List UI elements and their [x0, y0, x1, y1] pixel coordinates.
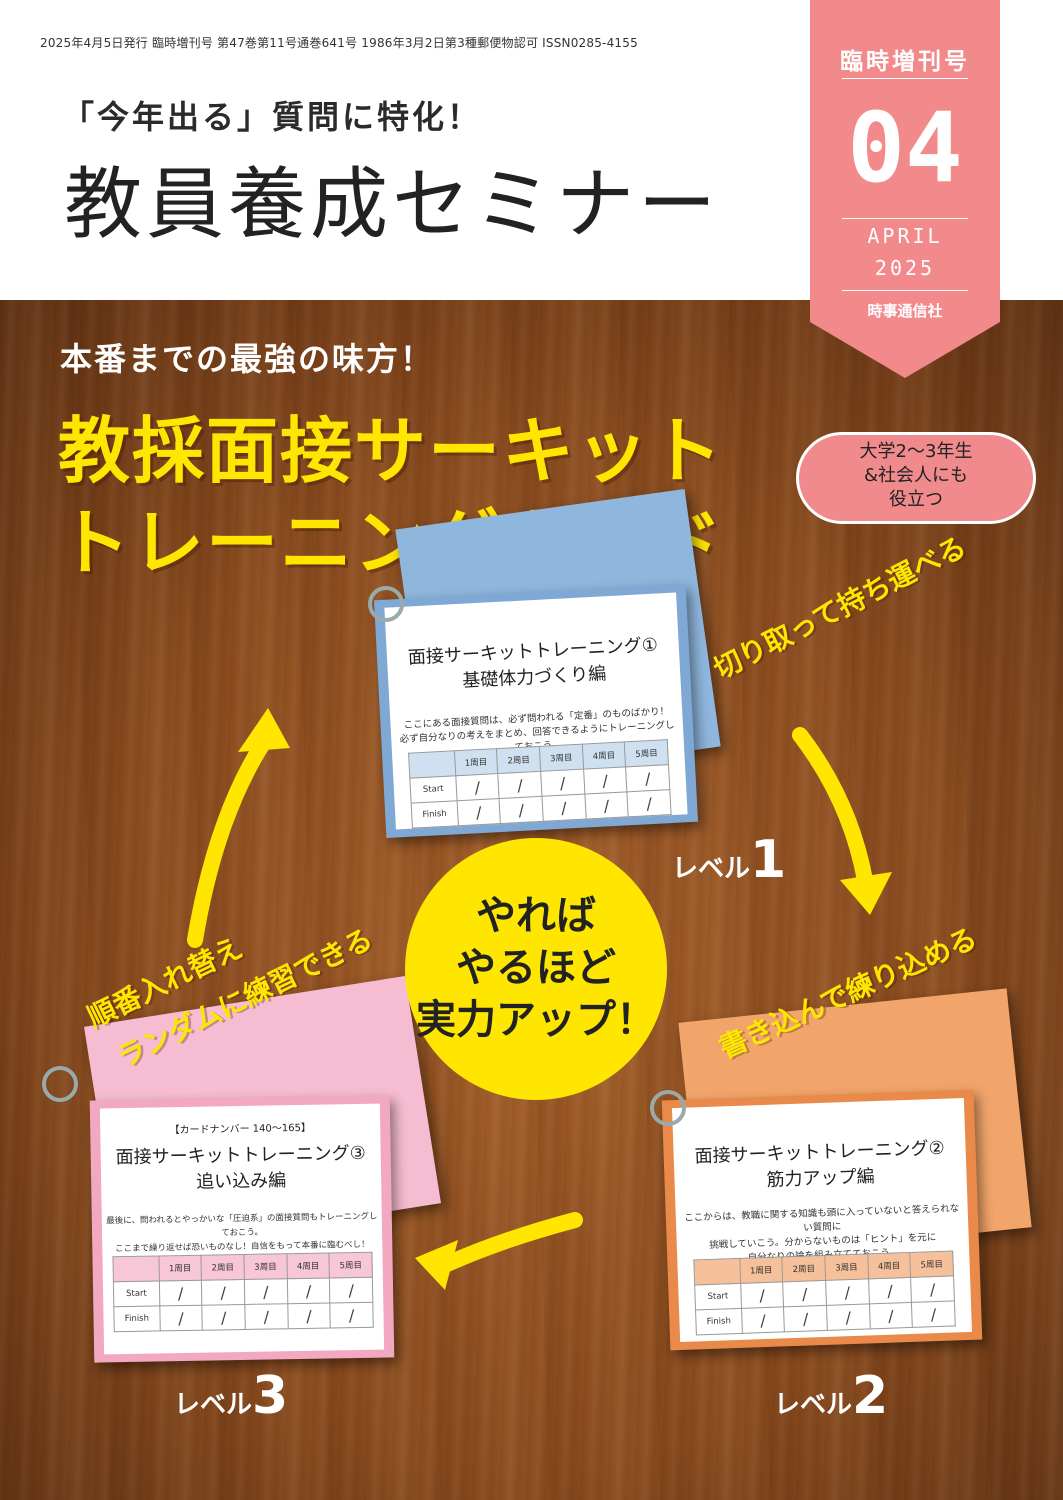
magazine-title: 教員養成セミナー: [64, 160, 721, 250]
card3-ring: [42, 1066, 78, 1102]
motto-circle: [405, 838, 667, 1100]
ribbon-divider: [842, 290, 968, 291]
ribbon-divider: [842, 218, 968, 219]
arrowhead-left: [238, 708, 290, 752]
tagline: 「今年出る」質問に特化！: [62, 98, 483, 136]
audience-badge-text: 大学2〜3年生 &社会人にも 役立つ: [859, 441, 973, 510]
issue-ribbon: [810, 0, 1000, 378]
card3-description: 最後に、問われるとやっかいな「圧迫系」の面接質問もトレーニングしておこう。 ここ…: [106, 1211, 378, 1255]
arrowhead-right: [840, 872, 892, 915]
arrow-left-curve: [187, 737, 270, 948]
feature-subhead: 本番までの最強の味方！: [60, 340, 435, 378]
audience-badge: [796, 432, 1036, 524]
card3-number-range: 【カードナンバー 140〜165】: [169, 1122, 312, 1137]
arrow-right-curve: [792, 727, 873, 888]
arrow-bottom-curve: [437, 1212, 583, 1273]
issue-month: APRIL: [867, 224, 943, 248]
card1-ring: [368, 586, 404, 622]
card1-front-border: 面接サーキットトレーニング① 基礎体力づくり編 ここにある面接質問は、必ず問われ…: [373, 583, 699, 839]
feature-title-line1: 教採面接サーキット: [58, 409, 725, 493]
level2-label: レベル2: [774, 1366, 889, 1426]
card1-face: 面接サーキットトレーニング① 基礎体力づくり編 ここにある面接質問は、必ず問われ…: [384, 592, 688, 830]
card2-ring: [650, 1090, 686, 1126]
level3-label: レベル3: [174, 1366, 289, 1426]
card3-subtitle: 追い込み編: [195, 1170, 287, 1193]
card3-face: 【カードナンバー 140〜165】 面接サーキットトレーニング③ 追い込み編 最…: [99, 1103, 385, 1355]
issue-year: 2025: [874, 256, 936, 280]
ribbon-label: 臨時増刊号: [840, 49, 970, 75]
issue-number: 04: [847, 92, 963, 204]
level1-label: レベル1: [672, 830, 787, 890]
card2-face: 面接サーキットトレーニング② 筋力アップ編 ここからは、教職に関する知識も頭に入…: [672, 1097, 972, 1343]
publication-info: 2025年4月5日発行 臨時増刊号 第47巻第11号通巻641号 1986年3月…: [40, 36, 638, 50]
arrowhead-bottom: [415, 1240, 458, 1290]
card3-front-border: 【カードナンバー 140〜165】 面接サーキットトレーニング③ 追い込み編 最…: [89, 1095, 395, 1363]
card2-front-border: 面接サーキットトレーニング② 筋力アップ編 ここからは、教職に関する知識も頭に入…: [661, 1089, 983, 1351]
motto-text: やれば やるほど 実力アップ！: [416, 893, 656, 1043]
publisher-name: 時事通信社: [867, 302, 943, 320]
ribbon-divider: [842, 78, 968, 79]
